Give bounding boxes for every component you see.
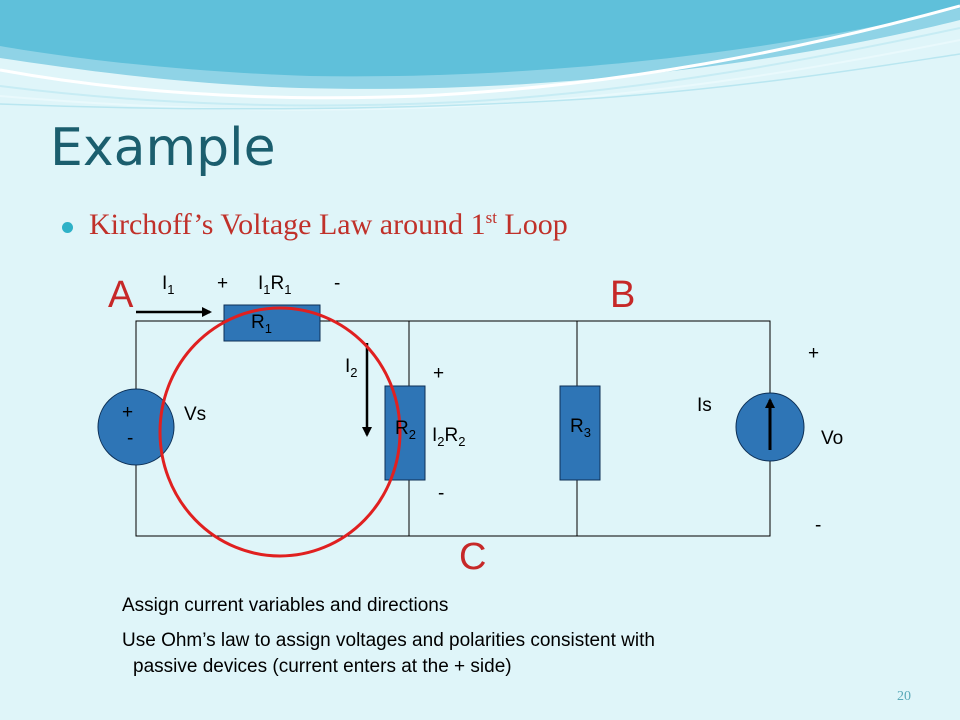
note-line-2: Use Ohm’s law to assign voltages and pol… [122, 630, 655, 651]
label-vo-plus: + [808, 343, 820, 364]
note-line-3: passive devices (current enters at the +… [133, 656, 512, 677]
resistor-r3 [559, 385, 601, 481]
label-i2r2: I2R2 [432, 425, 466, 449]
label-plus-r2: + [433, 363, 445, 384]
label-vs-minus: - [127, 428, 134, 449]
label-i1r1: I1R1 [258, 273, 292, 297]
label-vo: Vo [821, 428, 844, 449]
label-r3: R3 [570, 416, 591, 440]
note-line-1: Assign current variables and directions [122, 595, 449, 616]
bullet-end: Loop [496, 208, 568, 241]
kvl-loop-ellipse [158, 306, 402, 558]
label-minus-r1: - [334, 273, 341, 294]
label-r2: R2 [395, 418, 416, 442]
label-is: Is [697, 395, 712, 416]
label-r1: R1 [251, 312, 272, 336]
node-label-a: A [108, 274, 134, 316]
bullet-text: Kirchoff’s Voltage Law around 1st Loop [89, 208, 568, 242]
node-label-c: C [459, 536, 487, 578]
label-vs: Vs [184, 404, 207, 425]
voltage-source [97, 388, 175, 466]
node-label-b: B [610, 274, 636, 316]
circuit-wires [135, 320, 771, 537]
label-vs-plus: + [122, 402, 134, 423]
bullet-main: Kirchoff’s Voltage Law around 1 [89, 208, 486, 241]
page-number: 20 [897, 689, 911, 704]
resistor-r2 [384, 385, 426, 481]
label-plus-r1: + [217, 273, 229, 294]
label-vo-minus: - [815, 515, 822, 536]
label-minus-r2: - [438, 483, 445, 504]
label-i2: I2 [345, 356, 358, 380]
slide-title: Example [50, 118, 276, 178]
bullet-superscript: st [485, 208, 497, 227]
label-i1: I1 [162, 273, 175, 297]
bullet-dot [62, 222, 73, 233]
